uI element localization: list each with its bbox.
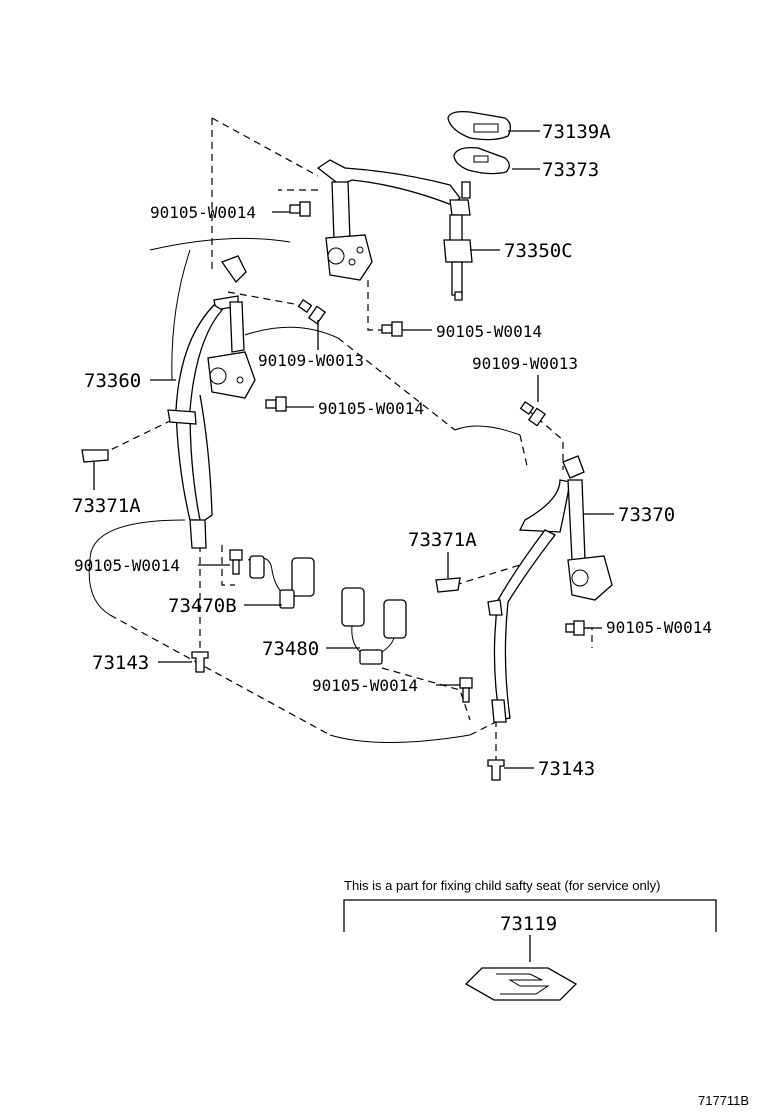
label-73360: 73360	[84, 370, 141, 392]
belt-73360-assembly	[167, 255, 256, 549]
label-73139A: 73139A	[542, 121, 611, 143]
bolt-73143-a-icon	[191, 651, 209, 673]
label-73143-a: 73143	[92, 652, 149, 674]
label-73480: 73480	[262, 638, 319, 660]
service-note: This is a part for fixing child safty se…	[344, 878, 660, 893]
diagram-code: 717711B	[698, 1093, 749, 1108]
cover-73373	[453, 147, 510, 175]
label-73119: 73119	[500, 913, 557, 935]
bolt-90109-b-icon	[519, 400, 547, 427]
label-90109-b: 90109-W0013	[472, 354, 578, 373]
buckle-73470B	[247, 555, 315, 609]
bolt-90105-a-icon	[289, 201, 311, 217]
leader-lines	[93, 130, 614, 769]
buckle-73480	[341, 587, 407, 665]
cover-73139A	[447, 110, 512, 141]
label-90105-e: 90105-W0014	[312, 676, 418, 695]
bolt-73143-b-icon	[487, 759, 505, 781]
bolt-icons	[81, 201, 585, 781]
bolt-90105-d-icon	[229, 549, 243, 575]
belt-73370-assembly	[487, 455, 613, 723]
part-labels: 73139A 73373 90105-W0014 73350C 90105-W0…	[72, 121, 712, 780]
label-73371A-b: 73371A	[408, 529, 477, 551]
label-90105-b: 90105-W0014	[436, 322, 542, 341]
service-only-box: This is a part for fixing child safty se…	[343, 878, 717, 1001]
label-73371A-a: 73371A	[72, 495, 141, 517]
belt-73350C-assembly	[316, 159, 473, 301]
label-90109-a: 90109-W0013	[258, 351, 364, 370]
bolt-90105-e-icon	[459, 677, 473, 703]
clip-73371A-b-icon	[435, 577, 461, 593]
label-73470B: 73470B	[168, 595, 237, 617]
child-seat-bracket-icon	[464, 967, 578, 1001]
clip-73371A-a-icon	[81, 449, 109, 463]
label-90105-a: 90105-W0014	[150, 203, 256, 222]
bolt-90105-f-icon	[565, 620, 585, 636]
label-73373: 73373	[542, 159, 599, 181]
label-73370: 73370	[618, 504, 675, 526]
bolt-90105-c-icon	[265, 396, 287, 412]
label-90105-c: 90105-W0014	[318, 399, 424, 418]
label-73143-b: 73143	[538, 758, 595, 780]
label-90105-f: 90105-W0014	[606, 618, 712, 637]
bolt-90109-a-icon	[297, 298, 327, 325]
bolt-90105-b-icon	[381, 321, 403, 337]
label-73350C: 73350C	[504, 240, 573, 262]
label-90105-d: 90105-W0014	[74, 556, 180, 575]
